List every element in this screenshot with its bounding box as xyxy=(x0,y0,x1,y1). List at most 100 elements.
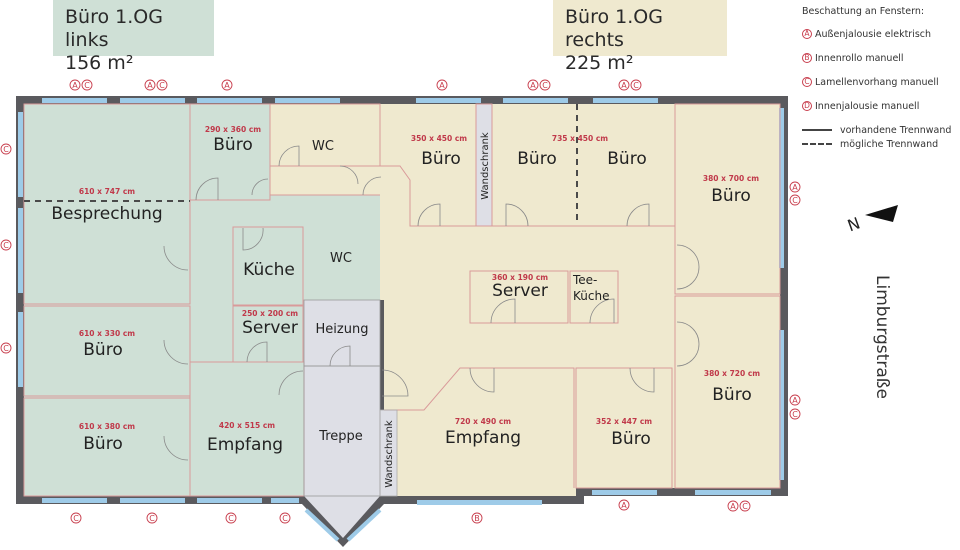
svg-text:A: A xyxy=(72,81,78,90)
svg-text:C: C xyxy=(282,514,288,523)
solid-line-icon xyxy=(802,129,832,131)
area-right-size: 225 m² xyxy=(565,52,634,74)
room-empfang-right: Empfang xyxy=(445,428,521,448)
svg-text:C: C xyxy=(84,81,90,90)
marker-d-icon: D xyxy=(802,101,812,111)
dims-buero-right-bottom: 352 x 447 cm xyxy=(596,417,652,426)
legend-title: Beschattung an Fenstern: xyxy=(802,6,925,17)
marker-right-ac-1: AC xyxy=(789,181,801,206)
room-wc-right: WC xyxy=(312,139,334,154)
svg-text:C: C xyxy=(149,514,155,523)
marker-bottom-a-1: A xyxy=(618,499,630,511)
service-area-fill xyxy=(304,300,380,538)
svg-text:A: A xyxy=(792,183,798,192)
area-right-title: Büro 1.OG rechts xyxy=(565,6,663,51)
svg-text:C: C xyxy=(792,410,798,419)
area-left-size: 156 m² xyxy=(65,52,134,74)
dims-buero-left-mid: 610 x 330 cm xyxy=(79,329,135,338)
area-label-right: Büro 1.OG rechts 225 m² xyxy=(553,0,727,74)
marker-top-a-2: A xyxy=(436,79,448,91)
room-heizung: Heizung xyxy=(316,322,369,337)
compass-north-icon: N xyxy=(845,205,898,235)
room-buero-left-bottom: Büro xyxy=(83,434,122,454)
room-wandschrank-top: Wandschrank xyxy=(480,132,491,200)
area-label-left: Büro 1.OG links 156 m² xyxy=(53,0,214,74)
marker-bottom-c-2: C xyxy=(146,512,158,524)
svg-text:C: C xyxy=(3,344,9,353)
dims-buero-right-east: 380 x 720 cm xyxy=(704,369,760,378)
svg-text:A: A xyxy=(530,81,536,90)
marker-bottom-c-3: C xyxy=(225,512,237,524)
dims-buero-left-bottom: 610 x 380 cm xyxy=(79,422,135,431)
room-wc-left: WC xyxy=(330,251,352,266)
legend-wall-existing: vorhandene Trennwand xyxy=(802,124,960,136)
legend-label: mögliche Trennwand xyxy=(840,138,939,150)
marker-top-a-1: A xyxy=(221,79,233,91)
dims-besprechung: 610 x 747 cm xyxy=(79,187,135,196)
svg-text:A: A xyxy=(621,501,627,510)
legend-wall-possible: mögliche Trennwand xyxy=(802,138,960,150)
marker-bottom-c-1: C xyxy=(70,512,82,524)
room-buero-right-3: Büro xyxy=(607,149,646,169)
svg-text:A: A xyxy=(792,396,798,405)
room-buero-right-1: Büro xyxy=(421,149,460,169)
dims-empfang-right: 720 x 490 cm xyxy=(455,417,511,426)
dashed-line-icon xyxy=(802,143,832,145)
svg-text:N: N xyxy=(845,213,863,235)
svg-text:A: A xyxy=(730,502,736,511)
room-buero-right-corner: Büro xyxy=(711,186,750,206)
legend-label: Innenjalousie manuell xyxy=(815,100,920,112)
legend-label: Innenrollo manuell xyxy=(815,52,904,64)
svg-text:C: C xyxy=(633,81,639,90)
legend-label: Lamellenvorhang manuell xyxy=(815,76,939,88)
svg-text:A: A xyxy=(621,81,627,90)
dims-empfang-left: 420 x 515 cm xyxy=(219,421,275,430)
room-wandschrank-bottom: Wandschrank xyxy=(384,420,395,488)
dims-server-left: 250 x 200 cm xyxy=(242,309,298,318)
right-area-fill xyxy=(270,104,780,496)
svg-text:C: C xyxy=(742,502,748,511)
dims-buero-right-corner: 380 x 700 cm xyxy=(703,174,759,183)
svg-text:C: C xyxy=(792,196,798,205)
legend-label: vorhandene Trennwand xyxy=(840,124,952,136)
marker-left-c-2: C xyxy=(0,239,12,251)
room-besprechung: Besprechung xyxy=(51,204,162,224)
room-server-left: Server xyxy=(242,318,298,338)
room-empfang-left: Empfang xyxy=(207,435,283,455)
svg-text:B: B xyxy=(474,514,480,523)
dims-server-right: 360 x 190 cm xyxy=(492,273,548,282)
marker-a-icon: A xyxy=(802,29,812,39)
room-buero-left-small: Büro xyxy=(213,135,252,155)
dims-buero-right-1: 350 x 450 cm xyxy=(411,134,467,143)
legend-label: Außenjalousie elektrisch xyxy=(815,28,932,40)
room-buero-right-bottom: Büro xyxy=(611,429,650,449)
svg-text:C: C xyxy=(3,241,9,250)
svg-text:A: A xyxy=(147,81,153,90)
marker-c-icon: C xyxy=(802,77,812,87)
room-kueche: Küche xyxy=(243,260,295,280)
dims-buero-right-2: 735 x 450 cm xyxy=(552,134,608,143)
svg-text:C: C xyxy=(159,81,165,90)
dims-buero-left-small: 290 x 360 cm xyxy=(205,125,261,134)
svg-text:C: C xyxy=(228,514,234,523)
marker-b-icon: B xyxy=(802,53,812,63)
marker-right-ac-2: AC xyxy=(789,394,801,420)
svg-text:A: A xyxy=(439,81,445,90)
room-server-right: Server xyxy=(492,281,548,301)
room-teekueche-line1: Tee- xyxy=(572,273,597,287)
room-buero-left-mid: Büro xyxy=(83,340,122,360)
marker-bottom-b-1: B xyxy=(471,512,483,524)
room-buero-right-east: Büro xyxy=(712,385,751,405)
room-buero-right-2: Büro xyxy=(517,149,556,169)
